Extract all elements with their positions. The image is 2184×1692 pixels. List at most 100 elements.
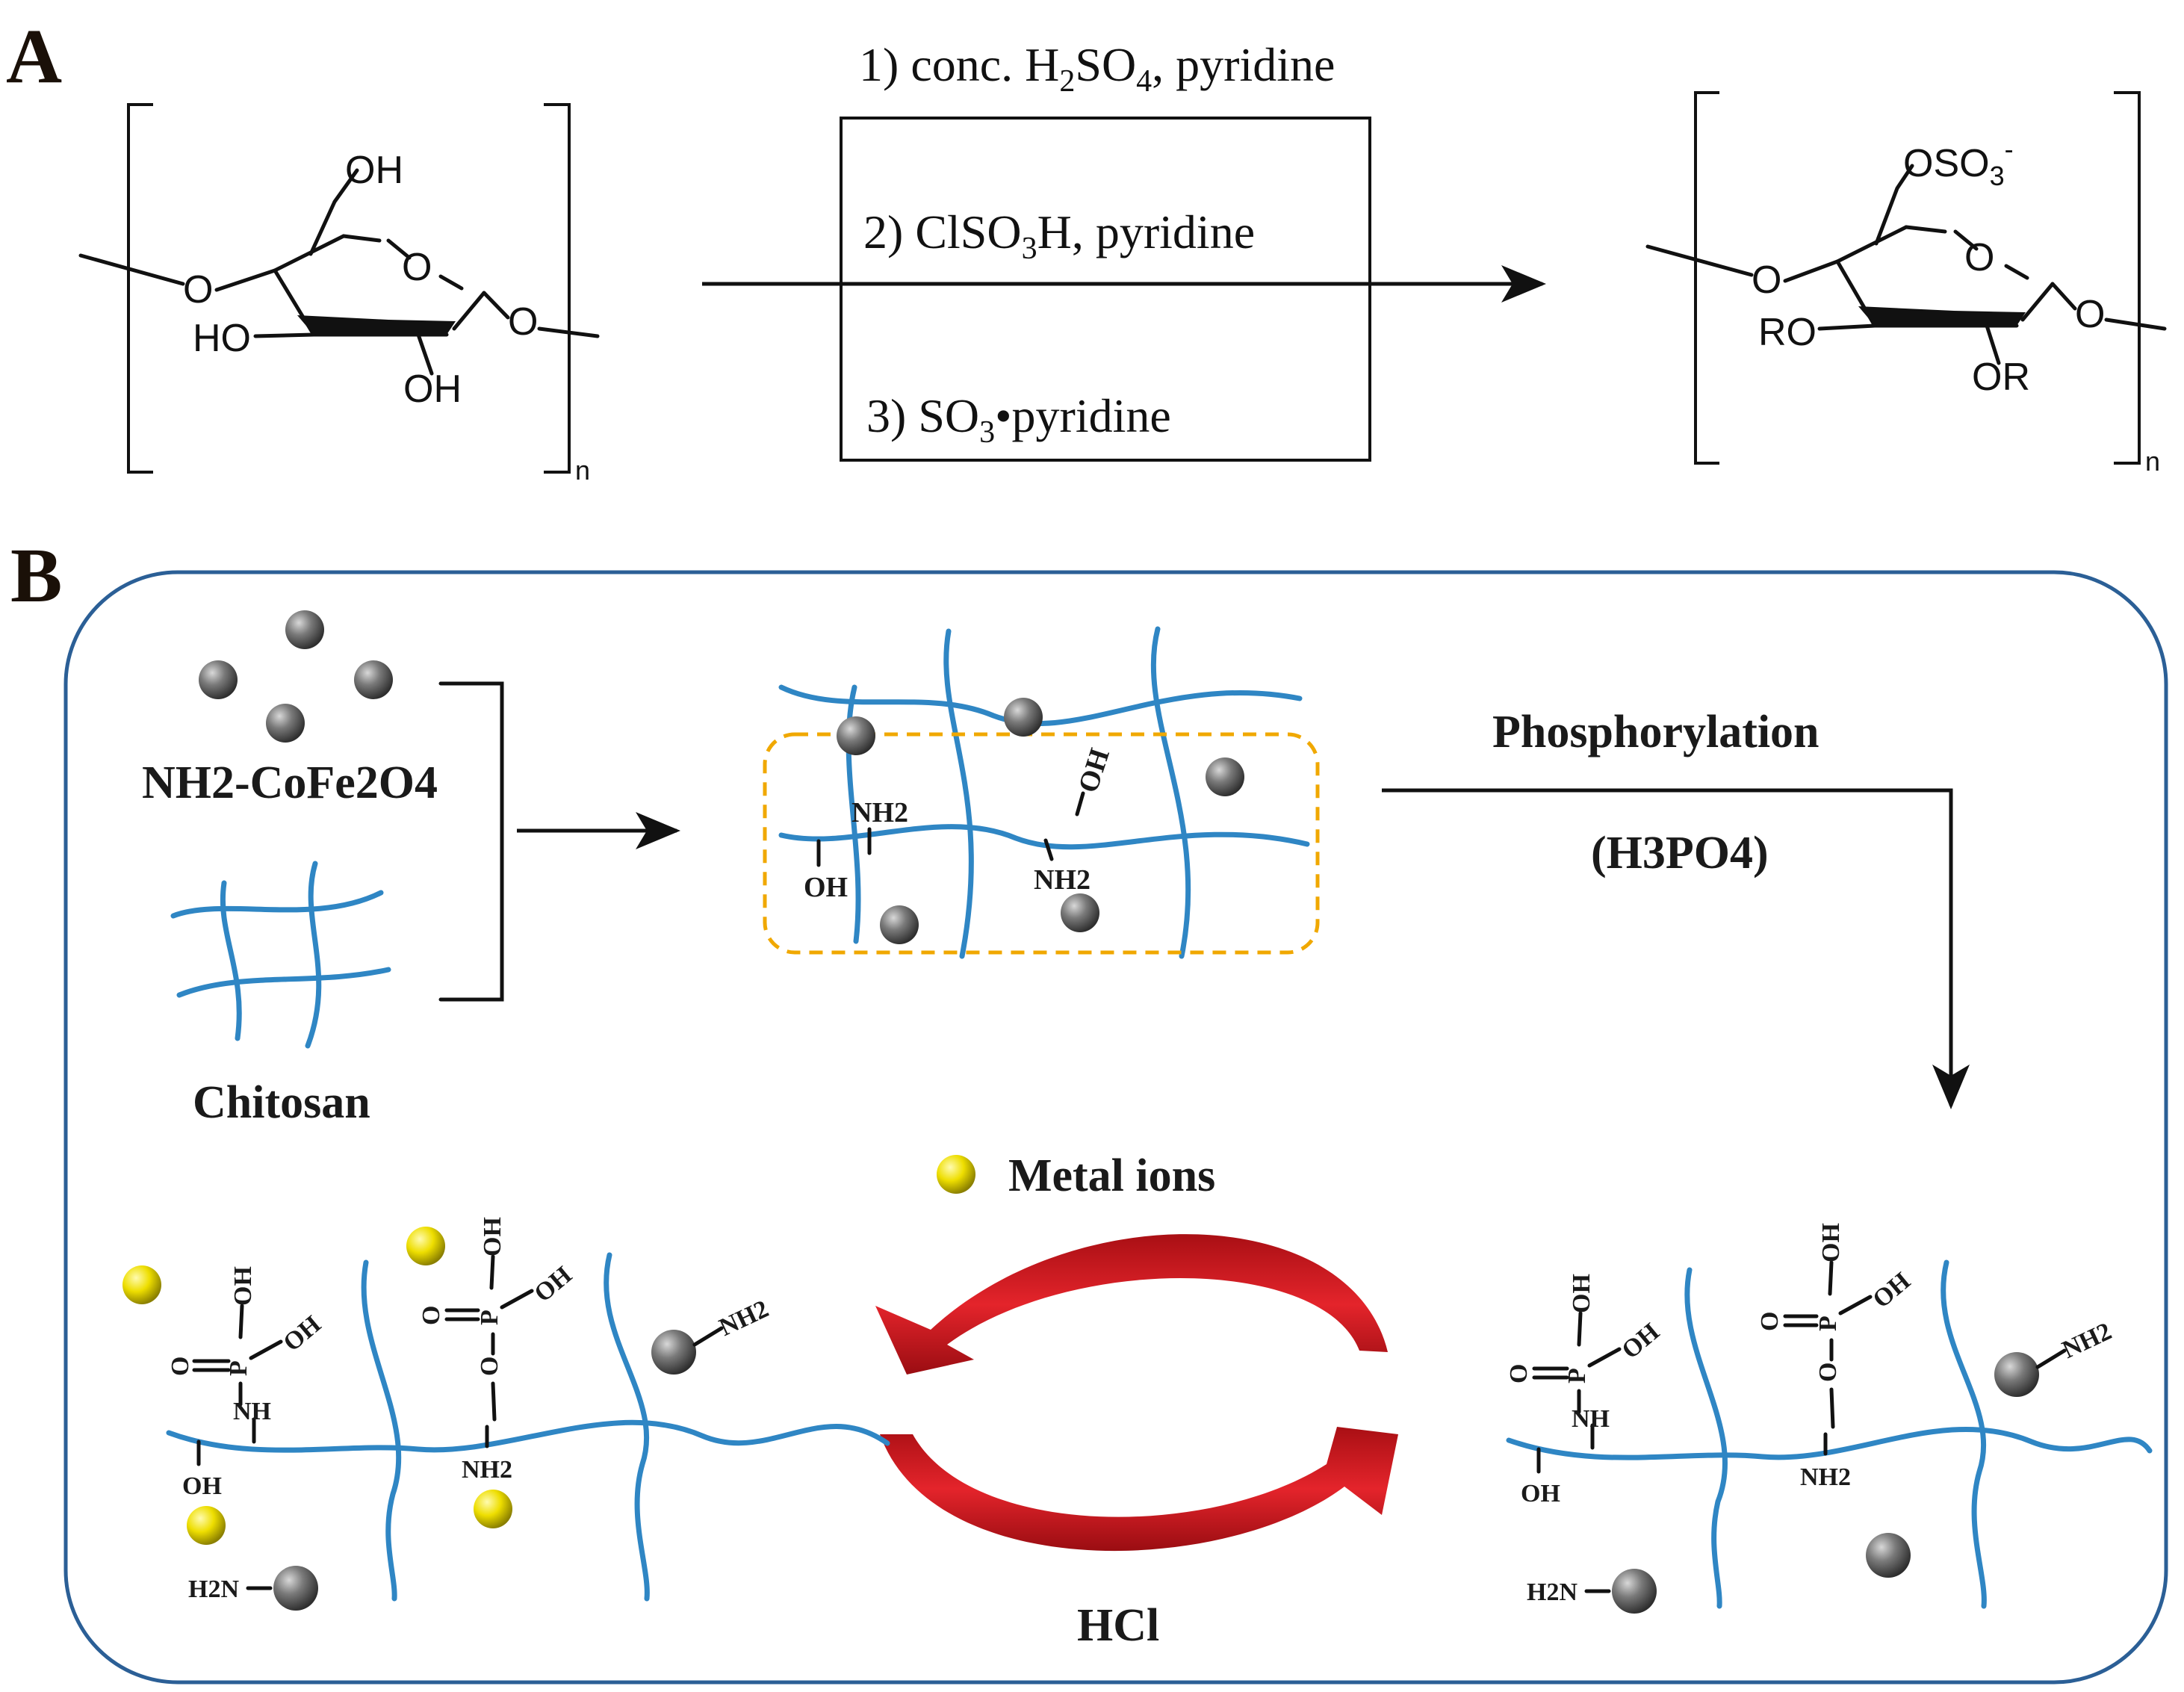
chitosan-fiber xyxy=(305,861,322,1049)
metal-ion-label: Metal ions xyxy=(1008,1150,1215,1201)
starting-materials: NH2-CoFe2O4 Chitosan xyxy=(142,610,680,1128)
phosphate-bonds xyxy=(444,1254,534,1422)
phosphate-oh: OH xyxy=(529,1261,577,1307)
reactant-ho3: HO xyxy=(193,317,251,360)
metal-ion xyxy=(187,1506,226,1545)
panel-letter-a: A xyxy=(6,13,62,99)
product-o-left-bond xyxy=(1645,244,1840,283)
panel-b-frame xyxy=(63,570,2168,1685)
nanoparticle xyxy=(1061,893,1099,932)
adsorbent-nh2: NH2 xyxy=(1800,1463,1851,1491)
nanoparticle xyxy=(266,704,305,743)
adsorbent-fiber xyxy=(1506,1426,2153,1460)
composite-highlight-box xyxy=(763,732,1320,955)
reactant-right-bracket xyxy=(544,103,571,474)
nanoparticle xyxy=(1612,1569,1657,1614)
reactant-oh2-bond xyxy=(416,332,434,376)
reactant-wedge-front xyxy=(297,315,456,335)
phosphate-p: P xyxy=(1814,1316,1842,1331)
composite-fiber xyxy=(778,824,1310,850)
metal-ion-legend: Metal ions xyxy=(937,1150,1215,1201)
phosphate-oh: OH xyxy=(1568,1274,1595,1313)
recycle-arrows: HCl xyxy=(875,1234,1398,1651)
adsorbent-fiber xyxy=(1684,1267,1728,1609)
reagent-label: (H3PO4) xyxy=(1591,828,1769,878)
nanoparticle xyxy=(273,1566,318,1611)
phosphate-o: O xyxy=(167,1357,194,1376)
metal-ion xyxy=(122,1265,161,1304)
adsorbent-nh2: NH2 xyxy=(2058,1318,2115,1364)
chitosan-label: Chitosan xyxy=(193,1077,370,1128)
adsorbent-fiber xyxy=(604,1252,650,1602)
condition-3: 3) SO3•pyridine xyxy=(866,389,1171,450)
step-label: Phosphorylation xyxy=(1492,707,1820,757)
nanoparticle xyxy=(199,660,238,699)
reactant-c6-bond xyxy=(308,168,359,256)
product-oso3: OSO3- xyxy=(1903,134,2014,191)
adsorption-arrow xyxy=(875,1234,1388,1375)
product-o-left: O xyxy=(1752,258,1781,302)
reactant-ho-bond xyxy=(253,332,316,338)
phosphate-oh: OH xyxy=(229,1266,257,1306)
reactant-oh2: OH xyxy=(403,368,462,411)
reactant-o-right-bond xyxy=(482,291,600,338)
phosphate-bonds xyxy=(1532,1311,1622,1450)
chitosan-fiber xyxy=(176,967,391,998)
composite-nh2: NH2 xyxy=(851,797,908,828)
metal-ion xyxy=(406,1227,445,1265)
phosphate-o: O xyxy=(418,1306,445,1325)
metal-ion-icon xyxy=(937,1155,975,1194)
phosphate-p: P xyxy=(1563,1368,1591,1383)
product-ring-o: O xyxy=(1964,236,1994,279)
adsorbent-fiber xyxy=(166,1419,890,1453)
nanoparticle xyxy=(880,905,919,944)
reactant-ring-o: O xyxy=(402,246,432,289)
metal-ion xyxy=(474,1490,512,1528)
composite-oh: OH xyxy=(804,872,848,903)
product-or-bond xyxy=(1985,323,2001,365)
chitosan-fiber xyxy=(170,890,384,919)
panel-letter-b: B xyxy=(10,533,62,619)
adsorbent-oh: OH xyxy=(182,1472,222,1500)
composite-oh-b: OH xyxy=(1073,745,1116,796)
combine-bracket xyxy=(438,681,504,1002)
phosphate-p: P xyxy=(476,1310,503,1325)
phosphate-oh: OH xyxy=(1616,1318,1664,1364)
adsorbent-oh: OH xyxy=(1521,1480,1560,1507)
nanoparticle xyxy=(1206,757,1244,796)
phosphate-oh: OH xyxy=(278,1310,326,1357)
amine-bond xyxy=(1043,838,1054,861)
phosphorylation-arrow xyxy=(1382,788,1970,1109)
product-repeat-n: n xyxy=(2145,446,2160,477)
adsorbent-fiber xyxy=(1941,1259,1987,1609)
product-right-bracket xyxy=(2114,91,2141,465)
condition-1: 1) conc. H2SO4, pyridine xyxy=(859,38,1335,99)
product-or: OR xyxy=(1972,356,2030,399)
desorption-arrow xyxy=(880,1427,1398,1552)
phosphorylation-step: Phosphorylation (H3PO4) xyxy=(1382,707,1970,1109)
phosphate-bonds xyxy=(192,1304,283,1444)
phosphate-p: P xyxy=(225,1360,252,1376)
adsorbent-nh2: NH2 xyxy=(462,1456,512,1484)
phosphate-oh: OH xyxy=(479,1217,506,1256)
reactant-o-right: O xyxy=(508,300,538,344)
amide-nh: NH xyxy=(233,1398,271,1425)
adsorbent-fiber xyxy=(361,1259,402,1602)
product-wedge-front xyxy=(1858,306,2026,326)
product-left-bracket xyxy=(1694,91,1719,465)
amine-bond xyxy=(692,1326,724,1347)
phosphate-oh: OH xyxy=(1817,1223,1845,1262)
nanoparticle-label: NH2-CoFe2O4 xyxy=(142,757,438,808)
amide-nh: NH xyxy=(1572,1405,1610,1433)
reactant-left-bracket xyxy=(127,103,153,474)
nanoparticle xyxy=(285,610,324,649)
adsorbent-h2n: H2N xyxy=(1527,1578,1577,1606)
nanoparticle xyxy=(1994,1352,2039,1397)
composite: NH2 OH NH2 OH xyxy=(763,626,1320,959)
composite-nh2-b: NH2 xyxy=(1034,864,1091,896)
product-c6-bond xyxy=(1874,164,1914,246)
nanoparticle xyxy=(354,660,393,699)
product-o-right-bond xyxy=(2050,282,2167,331)
nanoparticle xyxy=(1866,1533,1911,1578)
